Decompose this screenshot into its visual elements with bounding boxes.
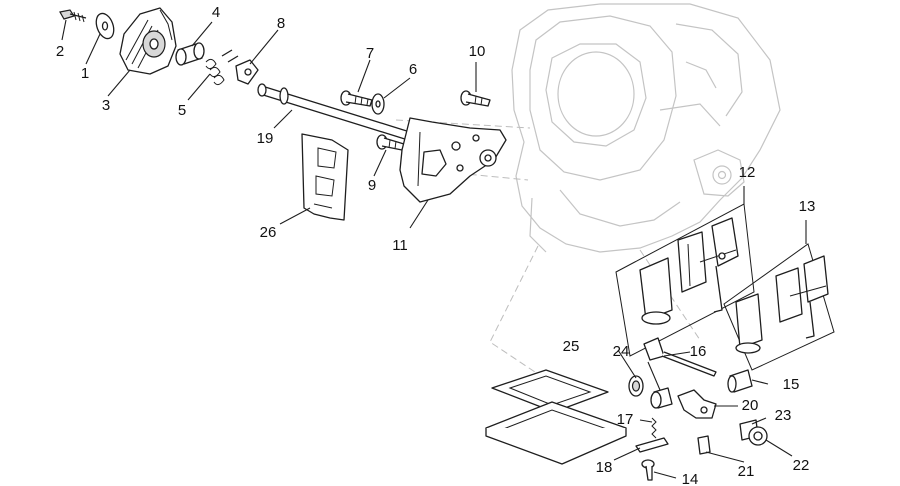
callout-10: 10 — [469, 43, 486, 60]
spring-17 — [651, 417, 657, 439]
spring-5 — [205, 49, 239, 86]
callout-19: 19 — [257, 130, 274, 147]
bushing-15 — [727, 369, 753, 393]
callout-numbers: 2 1 3 4 5 8 7 6 10 19 9 26 11 12 13 25 2… — [56, 4, 816, 486]
callout-25: 25 — [563, 338, 580, 355]
callout-21: 21 — [738, 463, 755, 480]
screw-9 — [376, 134, 405, 151]
pin-21 — [697, 435, 711, 455]
callout-24: 24 — [613, 343, 630, 360]
screw-7 — [340, 90, 373, 107]
callout-17: 17 — [617, 411, 634, 428]
shaft-19 — [257, 83, 411, 141]
callout-7: 7 — [366, 45, 374, 62]
bracket-plate-11 — [399, 117, 507, 203]
callout-23: 23 — [775, 407, 792, 424]
callout-6: 6 — [409, 61, 417, 78]
callout-20: 20 — [742, 397, 759, 414]
callout-14: 14 — [682, 471, 699, 486]
gasket-lower — [485, 401, 627, 465]
screw-14 — [641, 459, 655, 481]
engine-crankcase-outline — [395, 3, 781, 403]
bushing-22 — [748, 426, 768, 446]
callout-1: 1 — [81, 65, 89, 82]
leader-lines — [61, 19, 807, 479]
callout-4: 4 — [212, 4, 220, 21]
callout-22: 22 — [793, 457, 810, 474]
pin-16 — [643, 337, 717, 377]
bracket-26 — [301, 133, 349, 221]
screw-10 — [460, 90, 491, 107]
callout-5: 5 — [178, 102, 186, 119]
valve-assembly-12 — [639, 217, 739, 325]
bushing-4 — [175, 42, 205, 66]
clip-8 — [235, 59, 259, 85]
valve-assembly-13 — [735, 255, 829, 354]
callout-12: 12 — [739, 164, 756, 181]
seal-25 — [628, 375, 644, 397]
washer-1 — [95, 12, 115, 40]
clip-18 — [635, 437, 669, 453]
lever-20 — [677, 389, 717, 419]
callout-15: 15 — [783, 376, 800, 393]
cover-plate-3 — [119, 7, 177, 75]
bushing-24 — [650, 387, 673, 409]
callout-3: 3 — [102, 97, 110, 114]
callout-2: 2 — [56, 43, 64, 60]
washer-6 — [371, 93, 385, 115]
callout-8: 8 — [277, 15, 285, 32]
gasket-upper — [491, 369, 609, 413]
callout-9: 9 — [368, 177, 376, 194]
valve-assembly-frame-12 — [615, 203, 755, 357]
callout-18: 18 — [596, 459, 613, 476]
screw-2 — [59, 9, 87, 23]
callout-11: 11 — [392, 237, 408, 254]
callout-13: 13 — [799, 198, 816, 215]
callout-26: 26 — [260, 224, 277, 241]
callout-16: 16 — [690, 343, 707, 360]
